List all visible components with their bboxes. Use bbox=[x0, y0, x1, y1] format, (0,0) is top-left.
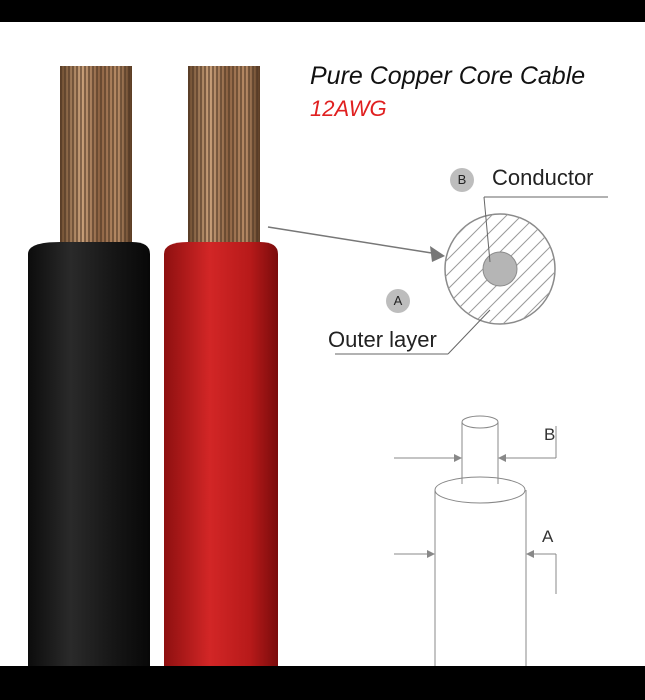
conductor-label: Conductor bbox=[492, 165, 594, 190]
outer-layer-label: Outer layer bbox=[328, 327, 437, 352]
pointer-arrow bbox=[267, 226, 445, 262]
red-cable-jacket bbox=[164, 242, 278, 666]
cross-section bbox=[335, 196, 608, 355]
black-cable-jacket bbox=[28, 242, 150, 666]
dimension-b-label: B bbox=[544, 425, 556, 444]
conductor-badge: B bbox=[450, 168, 474, 192]
red-cable bbox=[164, 66, 278, 666]
outer-layer-badge: A bbox=[386, 289, 410, 313]
product-title: Pure Copper Core Cable bbox=[310, 62, 586, 90]
product-canvas: Pure Copper Core Cable 12AWG B Conductor… bbox=[0, 22, 645, 666]
gauge-label: 12AWG bbox=[310, 96, 387, 121]
dimension-diagram bbox=[394, 415, 557, 666]
cable-illustration bbox=[28, 66, 608, 666]
dimension-a-label: A bbox=[542, 527, 554, 546]
dimension-arrows bbox=[427, 454, 534, 558]
black-cable bbox=[28, 66, 150, 666]
